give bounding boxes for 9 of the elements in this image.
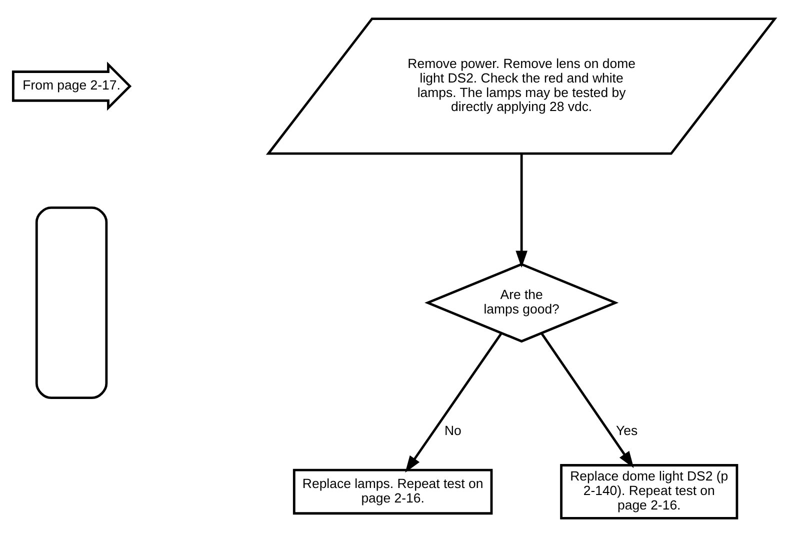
edge-label: No — [444, 422, 462, 438]
node-box — [35, 206, 108, 399]
node-box: Replace dome light DS2 (p 2-140). Repeat test on page 2-16. — [560, 464, 738, 519]
arrow — [540, 332, 634, 468]
node-box: Replace lamps. Repeat test on page 2-16. — [292, 468, 493, 514]
node-diamond: Are the lamps good? — [424, 262, 619, 342]
arrow — [516, 154, 528, 268]
arrow — [405, 332, 502, 472]
edge-label: Yes — [616, 422, 638, 438]
